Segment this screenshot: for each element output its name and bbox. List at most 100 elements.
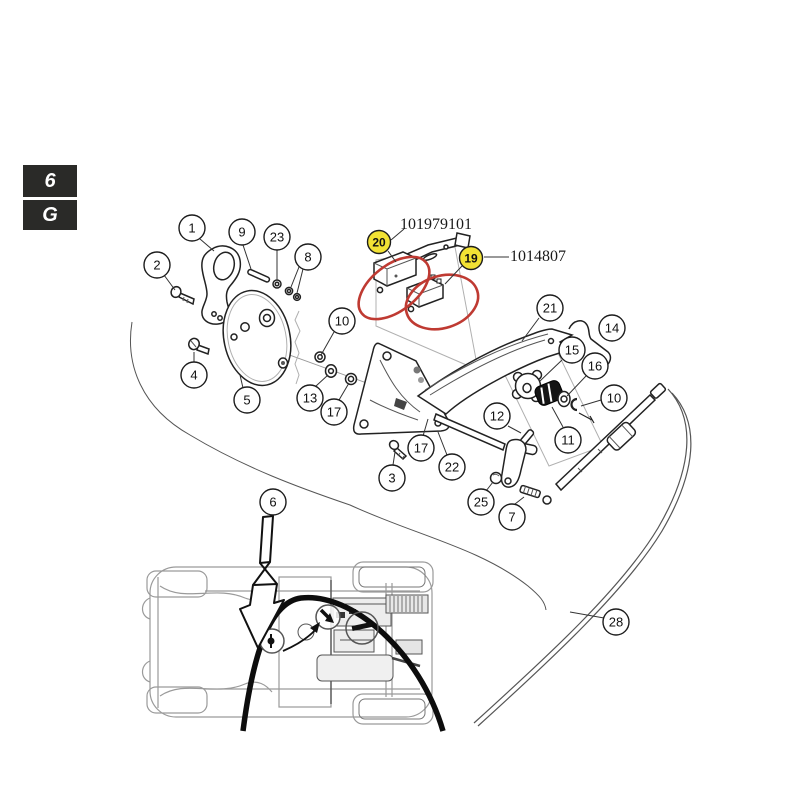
svg-text:4: 4 [190,368,197,383]
svg-text:3: 3 [388,471,395,486]
svg-text:5: 5 [243,393,250,408]
svg-text:17: 17 [327,405,341,420]
pedal-bolt [188,337,210,356]
accelerator-pedal [201,245,242,325]
section-tab[interactable]: G [23,200,77,230]
part-number-101979101[interactable]: 101979101 [400,216,472,233]
pedal-screw [170,285,195,306]
pointer-arrowhead [310,622,320,633]
callout-15: 15 [558,336,586,364]
highlight-ellipse-19 [404,273,480,331]
chapter-tab-label: 6 [44,169,56,192]
bell-crank [500,438,538,488]
svg-text:10: 10 [607,391,621,406]
threaded-stud-7 [519,484,541,499]
svg-text:1: 1 [188,221,195,236]
callout-17: 17 [407,434,435,462]
svg-text:21: 21 [543,301,557,316]
throttle-cable-assembly [473,382,692,727]
clip-10-right [570,397,595,424]
section-tab-label: G [42,203,58,226]
break-line [294,310,301,385]
washer-23 [272,279,282,289]
callout-5: 5 [233,386,261,414]
location-marker-linkage [315,604,341,630]
washer-13 [324,364,338,378]
svg-text:10: 10 [335,314,349,329]
svg-text:22: 22 [445,460,459,475]
pedal-arm [416,328,574,415]
cable-28-outer [473,388,688,724]
svg-text:14: 14 [605,321,619,336]
svg-text:16: 16 [588,359,602,374]
callout-6: 6 [259,488,287,516]
engine-assembly [297,594,429,682]
callout-10: 10 [328,307,356,335]
svg-text:7: 7 [508,510,515,525]
chapter-tab[interactable]: 6 [23,165,77,197]
svg-text:25: 25 [474,495,488,510]
callout-13: 13 [296,384,324,412]
callout-21: 21 [536,294,564,322]
callout-9: 9 [228,218,256,246]
cable-28-inner [477,392,692,727]
callout-17: 17 [320,398,348,426]
callout-8: 8 [294,243,322,271]
part-number-1014807[interactable]: 1014807 [510,248,566,265]
svg-text:12: 12 [490,409,504,424]
svg-text:19: 19 [464,251,478,265]
svg-text:8: 8 [304,250,311,265]
callout-4: 4 [180,361,208,389]
wheel-front-left [146,570,208,598]
ball-nut-25 [489,471,503,485]
svg-text:23: 23 [270,230,284,245]
ribbon-arrow [239,515,285,649]
cam-disc [222,289,292,387]
svg-text:2: 2 [153,258,160,273]
retainer-clip-14 [568,320,612,367]
highlight-ellipse-20 [357,255,431,321]
callout-2: 2 [143,251,171,279]
svg-text:15: 15 [565,343,579,358]
callout-11: 11 [554,426,582,454]
screw-3 [388,439,408,461]
nut-10-left [314,351,326,363]
wheel-front-right [352,561,434,593]
svg-text:9: 9 [238,225,245,240]
mount-bracket-plate [352,342,450,435]
nut-17-left [344,372,358,386]
callout-23: 23 [263,223,291,251]
callout-7: 7 [498,503,526,531]
svg-text:11: 11 [561,433,575,448]
callout-28: 28 [602,608,630,636]
highlight-callout-19[interactable]: 19 [458,245,484,271]
leader-lines [163,228,605,619]
callout-16: 16 [581,352,609,380]
highlight-callout-20[interactable]: 20 [366,229,392,255]
accelerator-rod-22 [433,412,506,452]
callout-12: 12 [483,402,511,430]
svg-text:13: 13 [303,391,317,406]
callout-10: 10 [600,384,628,412]
zoom-arc [240,594,446,732]
wheel-rear-left [146,686,208,714]
floor-sweep-line [129,321,547,611]
svg-text:28: 28 [609,615,623,630]
svg-text:6: 6 [269,495,276,510]
callout-25: 25 [467,488,495,516]
callout-3: 3 [378,464,406,492]
location-marker-engine [345,611,379,645]
micro-switch-20 [373,251,417,294]
washer-16 [557,390,571,408]
washers-8 [284,286,302,302]
callout-14: 14 [598,314,626,342]
svg-text:17: 17 [414,441,428,456]
svg-text:20: 20 [372,235,386,249]
callout-1: 1 [178,214,206,242]
callout-22: 22 [438,453,466,481]
spring-bushing-11 [534,380,564,406]
